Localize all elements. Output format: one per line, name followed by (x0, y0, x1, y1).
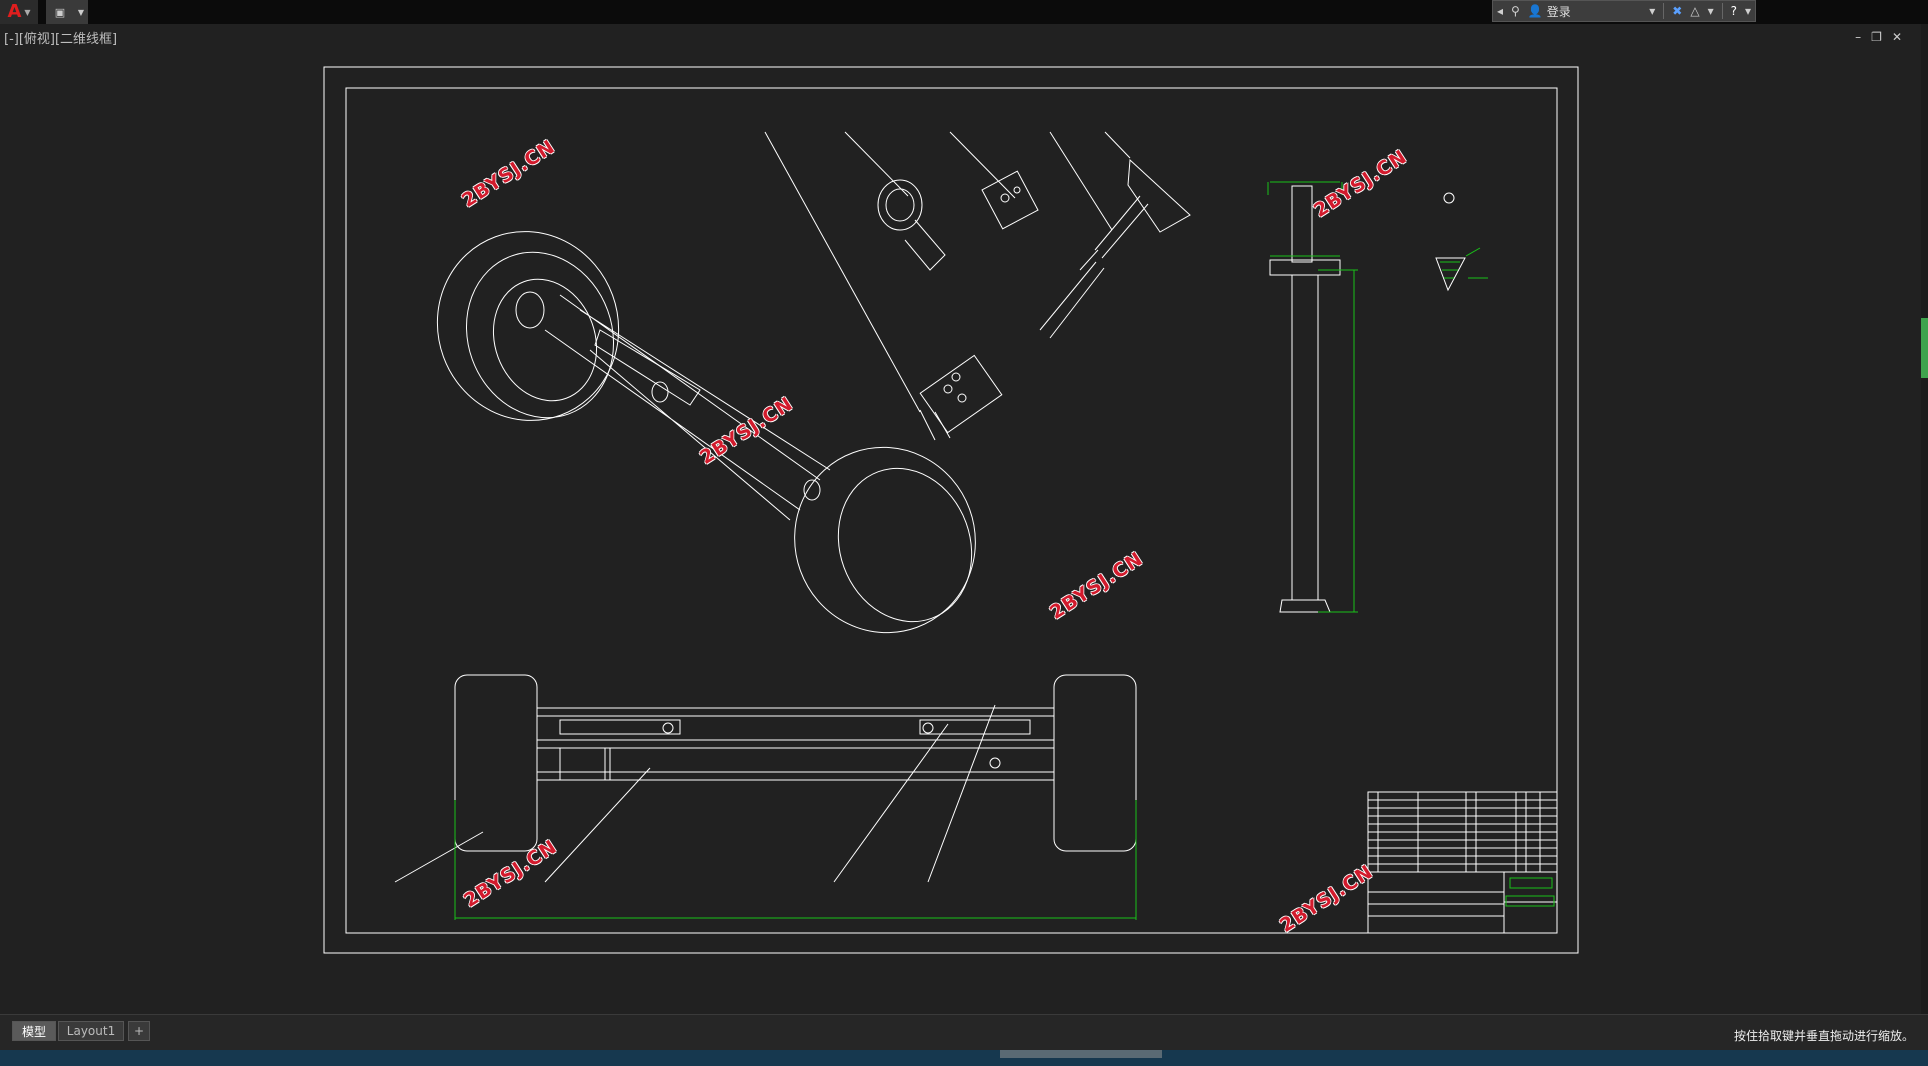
sheet-outer-border (323, 66, 1579, 954)
overall-width-dimension (454, 800, 1137, 920)
side-view-steering-column (1269, 185, 1341, 613)
restore-icon[interactable]: ❐ (1871, 30, 1882, 44)
add-layout-button[interactable]: + (128, 1021, 150, 1041)
chevron-down-icon: ▼ (24, 7, 31, 17)
quick-access-dropdown[interactable]: ▼ (74, 0, 88, 24)
status-message: 按住拾取键并垂直拖动进行缩放。 (1733, 1029, 1914, 1043)
section-detail-view (1435, 192, 1466, 292)
command-line-strip (0, 1050, 1928, 1066)
exchange-icon[interactable]: ✖ (1672, 4, 1683, 18)
front-axle-view (454, 674, 1137, 852)
title-block-name (1509, 877, 1553, 889)
autodesk-app-icon[interactable]: △ (1690, 4, 1700, 18)
vertical-scroll-thumb[interactable] (1921, 318, 1928, 378)
tab-model[interactable]: 模型 (12, 1021, 56, 1041)
title-block-product (1505, 895, 1555, 907)
sheet-inner-border (345, 87, 1558, 934)
layout-tabs-bar: 模型 Layout1 + 按住拾取键并垂直拖动进行缩放。 (0, 1014, 1928, 1051)
quick-access-new-button[interactable]: ▣ (46, 0, 74, 24)
chevron-down-icon[interactable]: ▾ (1649, 4, 1656, 18)
chevron-down-icon: ▼ (77, 7, 85, 17)
help-icon[interactable]: ? (1730, 4, 1737, 18)
viewport-controls-label[interactable]: [-][俯视][二维线框] (4, 32, 118, 47)
minimize-icon[interactable]: – (1855, 30, 1862, 44)
section-hatch (1440, 247, 1488, 279)
autocad-logo-icon: A (7, 1, 22, 22)
close-icon[interactable]: ✕ (1891, 30, 1902, 44)
binoculars-icon[interactable]: ⚲ (1511, 4, 1520, 18)
column-height-dimension (1318, 269, 1358, 613)
new-drawing-icon: ▣ (54, 5, 66, 19)
title-bar: A▼ ▣ ▼ ◂ ⚲ 👤 登录 ▾ ✖ △ ▾ ? ▾ (0, 0, 1928, 24)
tab-layout1[interactable]: Layout1 (58, 1021, 124, 1041)
part-leaders (394, 131, 1131, 883)
scroll-left-icon[interactable]: ◂ (1497, 4, 1504, 18)
vertical-scrollbar[interactable] (1921, 24, 1928, 1014)
chevron-down-icon[interactable]: ▾ (1744, 4, 1751, 18)
infocenter-bar: ◂ ⚲ 👤 登录 ▾ ✖ △ ▾ ? ▾ (1492, 0, 1756, 22)
application-menu-button[interactable]: A▼ (0, 0, 38, 24)
isometric-axle-view (436, 231, 976, 634)
drawing-window-controls: – ❐ ✕ (1855, 30, 1902, 44)
user-icon: 👤 (1527, 4, 1543, 18)
isometric-steering-column (877, 158, 1191, 441)
title-block (1367, 791, 1558, 934)
chevron-down-icon[interactable]: ▾ (1707, 4, 1714, 18)
signin-button[interactable]: 登录 (1546, 4, 1571, 19)
horizontal-scroll-thumb[interactable] (1000, 1050, 1162, 1058)
drawing-canvas[interactable] (0, 24, 1921, 1014)
column-top-dimension (1267, 181, 1343, 257)
